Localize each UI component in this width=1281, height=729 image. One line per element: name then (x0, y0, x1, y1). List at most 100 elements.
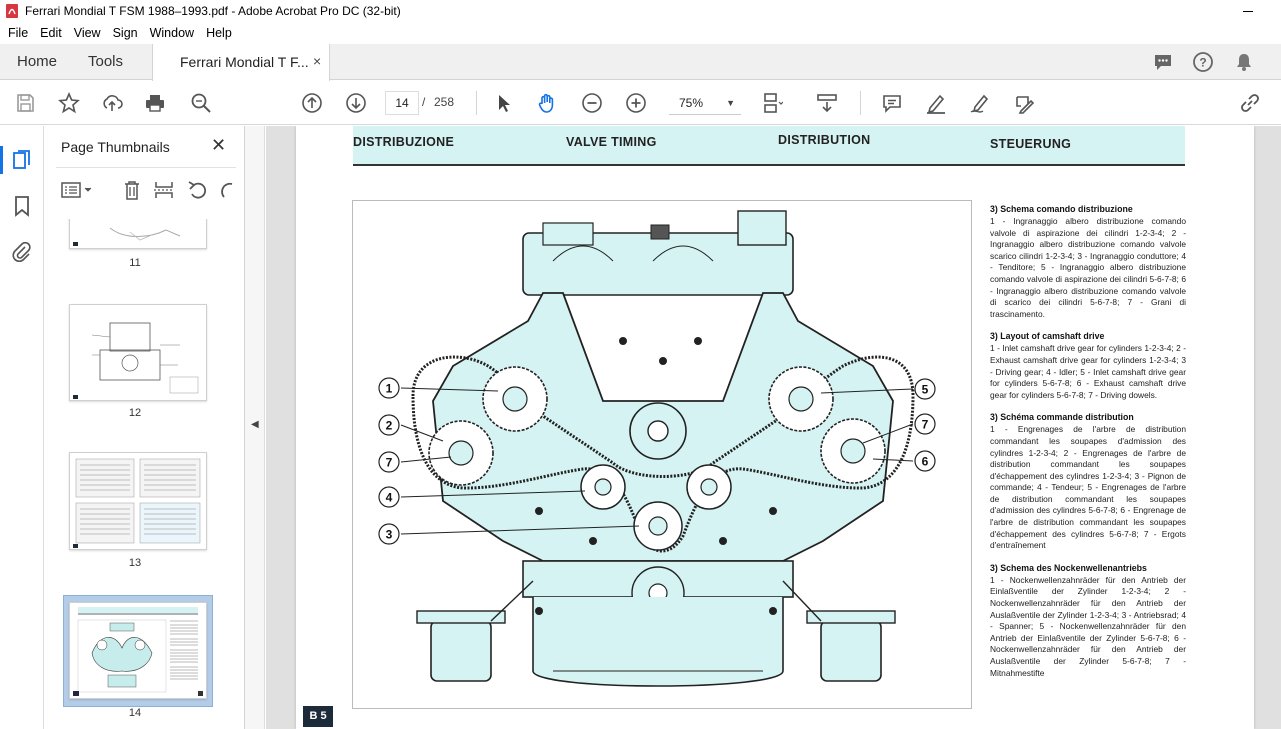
callout-label: 7 (922, 418, 929, 432)
help-icon[interactable]: ? (1192, 51, 1214, 73)
panel-collapse-strip[interactable]: ◀ (245, 126, 265, 729)
share-upload-icon[interactable] (100, 91, 124, 115)
thumbnail-page-number: 13 (128, 557, 142, 569)
page-thumbnails-icon[interactable] (10, 148, 34, 172)
document-viewport[interactable]: DISTRIBUZIONE VALVE TIMING DISTRIBUTION … (266, 126, 1281, 729)
minimize-button[interactable] (1239, 3, 1257, 19)
page-total: 258 (434, 95, 455, 109)
thumbnail-page-11[interactable] (69, 219, 207, 249)
callout-marker: 2 (378, 414, 400, 436)
callout-label: 7 (386, 456, 393, 470)
comment-icon[interactable] (1152, 51, 1174, 73)
toolbar-divider (860, 91, 861, 115)
draw-freehand-icon[interactable] (968, 91, 992, 115)
fill-sign-icon[interactable] (1012, 91, 1036, 115)
callout-marker: 1 (378, 377, 400, 399)
next-page-icon[interactable] (344, 91, 368, 115)
thumbnail-page-number: 12 (128, 407, 142, 419)
callout-marker: 4 (378, 486, 400, 508)
page-layout-icon[interactable] (760, 91, 784, 115)
callout-label: 3 (386, 528, 393, 542)
section-body-italian: 1 - Ingranaggio albero distribuzione com… (990, 216, 1186, 319)
menu-edit[interactable]: Edit (40, 26, 62, 40)
zoom-level-select[interactable]: 75% ▼ (669, 91, 741, 115)
title-bar: Ferrari Mondial T FSM 1988–1993.pdf - Ad… (0, 0, 1281, 22)
section-heading-italian: 3) Schema comando distribuzione (990, 204, 1133, 214)
engine-timing-diagram: 1 2 7 4 3 (352, 200, 972, 709)
panel-divider (56, 167, 236, 168)
zoom-in-icon[interactable] (624, 91, 648, 115)
header-german: STEUERUNG (990, 137, 1072, 151)
callout-marker: 6 (914, 450, 936, 472)
bookmarks-icon[interactable] (10, 194, 34, 218)
hand-tool-icon[interactable] (535, 91, 559, 115)
section-body-french: 1 - Engrenages de l'arbre de distributio… (990, 424, 1186, 551)
acrobat-app-icon (6, 4, 18, 18)
thumbnail-options-icon[interactable] (60, 179, 96, 201)
callout-label: 4 (386, 491, 393, 505)
close-panel-icon[interactable]: ✕ (211, 135, 227, 155)
page-section-mark: B 5 (303, 706, 333, 727)
save-icon[interactable] (13, 91, 37, 115)
bookmark-star-icon[interactable] (57, 91, 81, 115)
callout-label: 2 (386, 419, 393, 433)
callout-marker: 3 (378, 523, 400, 545)
extract-pages-icon[interactable] (152, 179, 176, 201)
previous-page-icon[interactable] (300, 91, 324, 115)
thumbnail-page-number: 11 (129, 257, 141, 269)
toolbar-divider (476, 91, 477, 115)
attachments-icon[interactable] (10, 240, 34, 264)
add-comment-icon[interactable] (880, 91, 904, 115)
tab-home[interactable]: Home (17, 53, 58, 70)
callout-label: 6 (922, 455, 929, 469)
header-english: VALVE TIMING (566, 135, 657, 149)
link-icon[interactable] (1238, 91, 1262, 115)
section-heading-english: 3) Layout of camshaft drive (990, 331, 1105, 342)
section-body-german: 1 - Nockenwellenzahnräder für den Antrie… (990, 574, 1186, 678)
delete-page-icon[interactable] (120, 179, 144, 201)
legend-text-column: 3) Schema comando distribuzione 1 - Ingr… (990, 204, 1186, 690)
notification-bell-icon[interactable] (1233, 51, 1255, 73)
page-thumbnails-panel: Page Thumbnails ✕ 11 (44, 126, 284, 729)
page-number-input[interactable]: 14 (385, 91, 419, 115)
tab-tools[interactable]: Tools (88, 53, 124, 70)
menu-help[interactable]: Help (206, 26, 232, 40)
main-toolbar: 14 / 258 75% ▼ (0, 81, 1281, 125)
menu-sign[interactable]: Sign (112, 26, 138, 40)
section-heading-german: 3) Schema des Nockenwellenantriebs (990, 562, 1147, 573)
callout-marker: 7 (914, 413, 936, 435)
find-search-icon[interactable] (189, 91, 213, 115)
thumbnail-page-13[interactable] (69, 452, 207, 550)
menu-bar: File Edit View Sign Window Help (0, 22, 1281, 44)
panel-title: Page Thumbnails (61, 139, 170, 155)
close-tab-icon[interactable]: × (313, 53, 322, 69)
pdf-page: DISTRIBUZIONE VALVE TIMING DISTRIBUTION … (296, 126, 1254, 729)
rotate-clockwise-icon[interactable] (218, 179, 234, 201)
tab-document[interactable]: Ferrari Mondial T F... × (152, 44, 330, 81)
zoom-out-icon[interactable] (580, 91, 604, 115)
menu-window[interactable]: Window (149, 26, 195, 40)
highlight-pen-icon[interactable] (924, 91, 948, 115)
print-icon[interactable] (143, 91, 167, 115)
thumbnail-page-12[interactable] (69, 304, 207, 401)
window-title: Ferrari Mondial T FSM 1988–1993.pdf - Ad… (25, 4, 401, 18)
menu-file[interactable]: File (8, 26, 29, 40)
header-french: DISTRIBUTION (778, 133, 871, 147)
thumbnail-page-14[interactable] (69, 602, 207, 699)
callout-label: 1 (386, 382, 393, 396)
tab-document-label: Ferrari Mondial T F... (180, 54, 309, 70)
zoom-level-value: 75% (679, 96, 704, 110)
navigation-rail (0, 126, 44, 729)
svg-text:?: ? (1199, 56, 1206, 70)
section-heading-french: 3) Schéma commande distribution (990, 412, 1134, 423)
engine-drawing: 1 2 7 4 3 (378, 210, 936, 687)
tab-bar: Home Tools Ferrari Mondial T F... × ? (0, 44, 1281, 81)
menu-view[interactable]: View (73, 26, 101, 40)
section-body-english: 1 - Inlet camshaft drive gear for cylind… (990, 343, 1186, 400)
rotate-counterclockwise-icon[interactable] (186, 179, 210, 201)
select-cursor-icon[interactable] (492, 91, 516, 115)
collapse-panel-icon[interactable]: ◀ (251, 419, 259, 430)
header-italian: DISTRIBUZIONE (353, 135, 455, 149)
thumbnail-page-number: 14 (128, 707, 142, 719)
scroll-mode-icon[interactable] (815, 91, 839, 115)
